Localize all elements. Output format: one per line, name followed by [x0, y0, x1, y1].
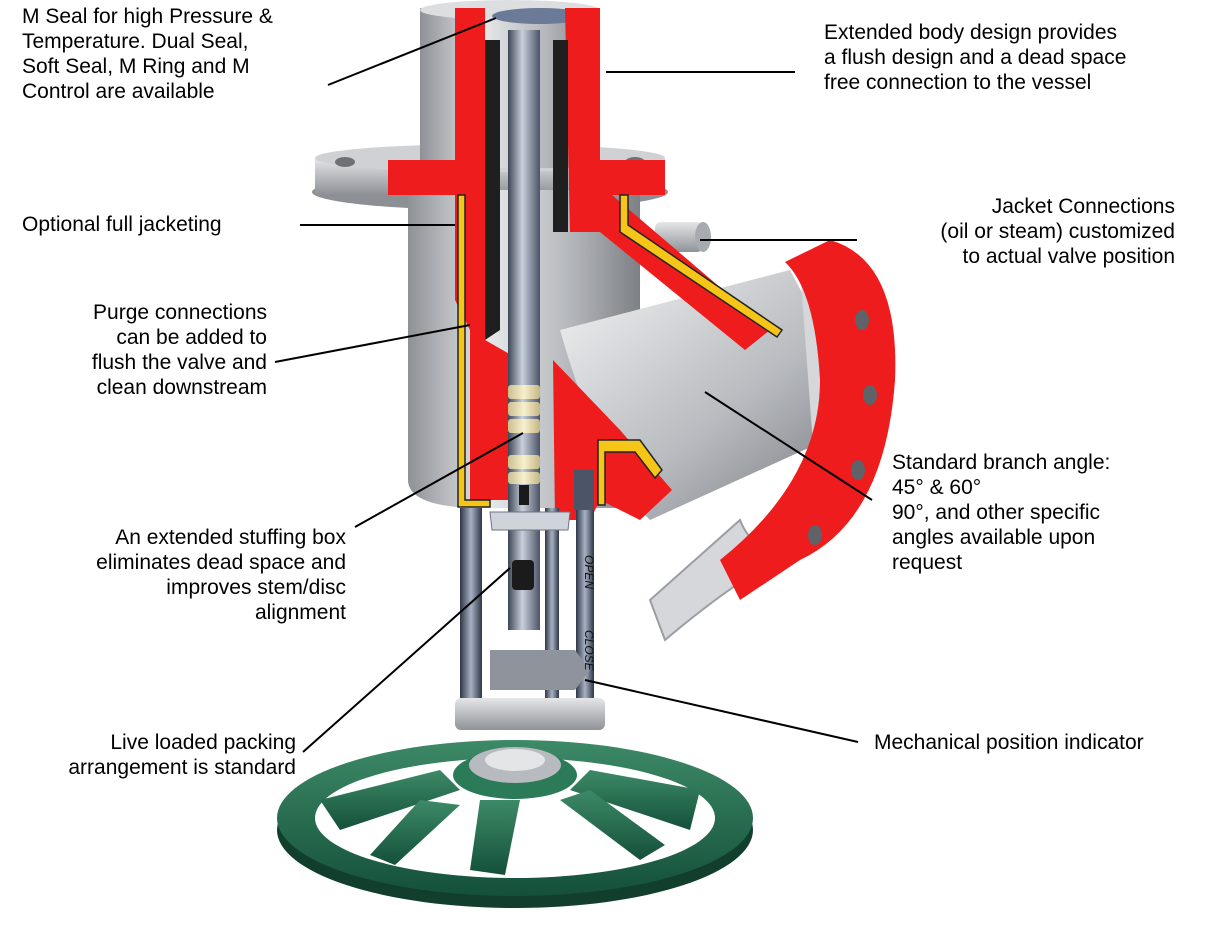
callout-line: Standard branch angle:	[892, 451, 1111, 474]
leader-purge	[274, 324, 471, 363]
callout-line: 90°, and other specific	[892, 501, 1101, 524]
leader-indicator	[584, 679, 859, 743]
packing-rings	[508, 385, 540, 505]
leader-lines	[274, 17, 873, 753]
callout-position-indicator: Mechanical position indicator	[874, 730, 1144, 755]
callout-line: arrangement is standard	[68, 756, 296, 779]
callout-line: alignment	[254, 601, 346, 624]
callout-line: free connection to the vessel	[824, 71, 1092, 94]
callout-stuffing-box: An extended stuffing box eliminates dead…	[96, 525, 346, 625]
callout-line: eliminates dead space and	[96, 551, 346, 574]
callout-branch-angle: Standard branch angle: 45° & 60° 90°, an…	[892, 450, 1110, 575]
callout-line: Purge connections	[93, 301, 267, 324]
handwheel	[277, 740, 753, 908]
callout-line: (oil or steam) customized	[940, 220, 1175, 243]
callout-m-seal: M Seal for high Pressure & Temperature. …	[22, 4, 273, 104]
jacket-yellow	[457, 194, 784, 508]
callout-line: 45° & 60°	[892, 476, 982, 499]
callout-packing: Live loaded packing arrangement is stand…	[68, 730, 296, 780]
leader-m-seal	[327, 17, 497, 86]
callout-line: Temperature. Dual Seal,	[22, 30, 249, 53]
callout-extended-body: Extended body design provides a flush de…	[824, 20, 1126, 95]
callout-line: Jacket Connections	[991, 195, 1175, 218]
leader-packing	[302, 567, 511, 753]
yoke	[455, 470, 605, 730]
leader-branch	[704, 391, 873, 501]
indicator-open-mark: OPEN	[582, 555, 596, 589]
callout-purge: Purge connections can be added to flush …	[92, 300, 267, 400]
callout-line: can be added to	[116, 326, 267, 349]
callout-line: Optional full jacketing	[22, 213, 222, 236]
callout-line: Live loaded packing	[110, 731, 296, 754]
indicator-close-mark: CLOSE	[582, 630, 596, 672]
callout-line: M Seal for high Pressure &	[22, 5, 273, 28]
callout-line: Control are available	[22, 80, 215, 103]
callout-line: angles available upon	[892, 526, 1096, 549]
callout-line: request	[892, 551, 963, 574]
callout-line: Extended body design provides	[824, 21, 1118, 44]
callout-line: to actual valve position	[962, 245, 1175, 268]
callout-jacketing: Optional full jacketing	[22, 212, 222, 237]
callout-jacket-connections: Jacket Connections (oil or steam) custom…	[940, 194, 1175, 269]
callout-line: An extended stuffing box	[115, 526, 346, 549]
callout-line: Mechanical position indicator	[874, 731, 1144, 754]
valve-stem	[508, 30, 540, 630]
callout-line: Soft Seal, M Ring and M	[22, 55, 250, 78]
leader-stuffing-box	[354, 432, 524, 528]
callout-line: clean downstream	[96, 376, 267, 399]
callout-line: improves stem/disc	[166, 576, 346, 599]
callout-line: a flush design and a dead space	[824, 46, 1127, 69]
callout-line: flush the valve and	[91, 351, 267, 374]
